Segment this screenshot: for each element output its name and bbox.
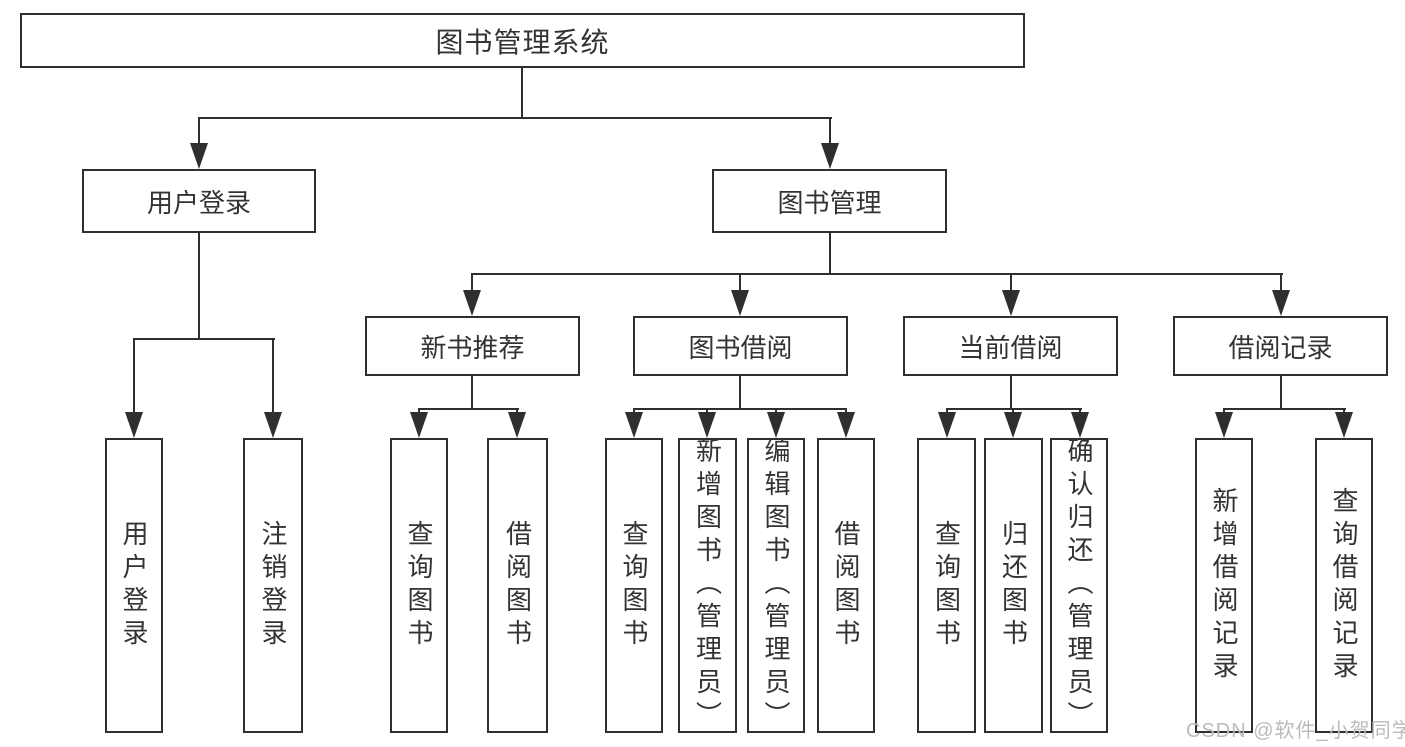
- connector-vline: [272, 338, 274, 414]
- arrow-down-icon: [837, 412, 855, 438]
- arrow-down-icon: [410, 412, 428, 438]
- node-label: 借阅图书: [831, 519, 861, 652]
- node-label: 编辑图书（管理员）: [761, 437, 791, 734]
- connector-vline: [1280, 273, 1282, 292]
- connector-vline: [471, 273, 473, 292]
- connector-vline: [1223, 408, 1225, 414]
- node-label: 新增借阅记录: [1209, 486, 1239, 685]
- arrow-down-icon: [767, 412, 785, 438]
- node-label: 用户登录: [146, 187, 251, 218]
- connector-hline: [133, 338, 275, 340]
- connector-vline: [471, 376, 473, 410]
- leaf-return-book: 归还图书: [984, 438, 1043, 733]
- connector-hline: [418, 408, 519, 410]
- arrow-down-icon: [125, 412, 143, 438]
- connector-vline: [739, 376, 741, 410]
- connector-vline: [1343, 408, 1345, 414]
- connector-vline: [739, 273, 741, 292]
- arrow-down-icon: [698, 412, 716, 438]
- arrow-down-icon: [731, 290, 749, 316]
- connector-vline: [418, 408, 420, 414]
- node-label: 借阅图书: [502, 519, 533, 652]
- connector-vline: [829, 233, 831, 275]
- connector-hline: [198, 117, 832, 119]
- leaf-add-book-admin: 新增图书（管理员）: [678, 437, 737, 734]
- node-label: 用户登录: [119, 519, 149, 652]
- connector-vline: [1012, 408, 1014, 414]
- connector-vline: [1010, 376, 1012, 410]
- leaf-query-book-recommend: 查询图书: [390, 438, 448, 733]
- node-label: 确认归还（管理员）: [1064, 437, 1094, 734]
- arrow-down-icon: [1335, 412, 1353, 438]
- node-label: 图书管理: [777, 187, 882, 218]
- connector-vline: [198, 117, 200, 145]
- connector-vline: [516, 408, 518, 414]
- leaf-borrow-book: 借阅图书: [817, 438, 875, 733]
- node-label: 注销登录: [258, 519, 288, 652]
- connector-vline: [198, 233, 200, 340]
- arrow-down-icon: [1071, 412, 1089, 438]
- leaf-confirm-return-admin: 确认归还（管理员）: [1050, 437, 1108, 734]
- leaf-borrow-book-recommend: 借阅图书: [487, 438, 548, 733]
- connector-vline: [1280, 376, 1282, 410]
- leaf-edit-book-admin: 编辑图书（管理员）: [747, 437, 805, 734]
- node-system-root: 图书管理系统: [20, 13, 1025, 68]
- watermark: CSDN @软件_小贺同学: [1186, 720, 1405, 742]
- connector-vline: [829, 117, 831, 145]
- leaf-user-login: 用户登录: [105, 438, 163, 733]
- node-label: 查询借阅记录: [1329, 486, 1359, 685]
- node-label: 查询图书: [931, 519, 962, 652]
- arrow-down-icon: [1002, 290, 1020, 316]
- node-label: 查询图书: [619, 519, 649, 652]
- arrow-down-icon: [938, 412, 956, 438]
- arrow-down-icon: [821, 143, 839, 169]
- arrow-down-icon: [508, 412, 526, 438]
- node-label: 当前借阅: [958, 332, 1063, 363]
- connector-vline: [706, 408, 708, 414]
- leaf-query-book-current: 查询图书: [917, 438, 976, 733]
- node-current-borrowing: 当前借阅: [903, 316, 1118, 376]
- node-borrowing-records: 借阅记录: [1173, 316, 1388, 376]
- connector-vline: [521, 68, 523, 119]
- connector-hline: [633, 408, 847, 410]
- connector-vline: [633, 408, 635, 414]
- connector-vline: [845, 408, 847, 414]
- node-label: 借阅记录: [1228, 332, 1333, 363]
- node-new-book-recommend: 新书推荐: [365, 316, 580, 376]
- connector-hline: [471, 273, 1283, 275]
- connector-hline: [1223, 408, 1346, 410]
- arrow-down-icon: [1004, 412, 1022, 438]
- node-label: 查询图书: [404, 519, 434, 652]
- connector-vline: [1010, 273, 1012, 292]
- connector-hline: [946, 408, 1082, 410]
- node-label: 归还图书: [998, 519, 1029, 652]
- arrow-down-icon: [625, 412, 643, 438]
- connector-vline: [946, 408, 948, 414]
- connector-vline: [1079, 408, 1081, 414]
- node-label: 图书管理系统: [435, 26, 610, 58]
- node-label: 图书借阅: [688, 332, 793, 363]
- arrow-down-icon: [463, 290, 481, 316]
- node-label: 新增图书（管理员）: [692, 437, 723, 734]
- arrow-down-icon: [264, 412, 282, 438]
- node-book-borrowing: 图书借阅: [633, 316, 848, 376]
- leaf-logout: 注销登录: [243, 438, 303, 733]
- connector-vline: [133, 338, 135, 414]
- arrow-down-icon: [1215, 412, 1233, 438]
- leaf-query-borrow-record: 查询借阅记录: [1315, 438, 1373, 733]
- node-book-management: 图书管理: [712, 169, 947, 233]
- connector-vline: [775, 408, 777, 414]
- leaf-add-borrow-record: 新增借阅记录: [1195, 438, 1253, 733]
- node-user-login: 用户登录: [82, 169, 316, 233]
- node-label: 新书推荐: [420, 332, 525, 363]
- arrow-down-icon: [190, 143, 208, 169]
- leaf-query-book-borrow: 查询图书: [605, 438, 663, 733]
- arrow-down-icon: [1272, 290, 1290, 316]
